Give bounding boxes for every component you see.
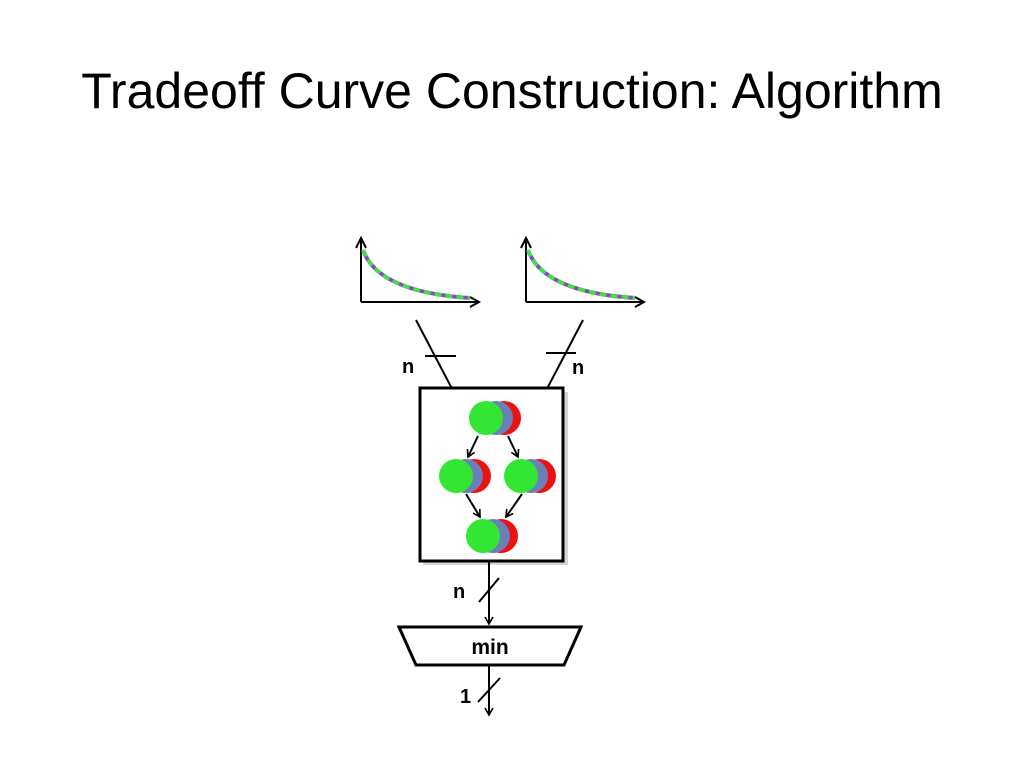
input-curve-right: [520, 235, 647, 308]
tree-edge-left-to-bottom: [465, 493, 481, 519]
curve-right-green: [526, 249, 636, 300]
min-block: [396, 625, 584, 667]
input-curve-left: [355, 235, 482, 308]
curve-left-y-arrow: [355, 235, 367, 249]
slide-title: Tradeoff Curve Construction: Algorithm: [81, 63, 943, 119]
tree-edge-top-to-right: [507, 435, 520, 459]
bus-width-label-tree-output: n: [453, 581, 465, 603]
bus-tick-final-output: [477, 677, 501, 703]
bus-width-label-right: n: [572, 357, 584, 379]
tree-node-middle-right: [504, 459, 556, 493]
bus-width-label-left: n: [402, 356, 414, 378]
tree-output-bus: [478, 562, 500, 626]
curve-right-x-arrow: [634, 296, 647, 308]
bus-tick-tree-output: [478, 577, 500, 603]
tree-node-middle-left: [439, 459, 491, 493]
curve-right-y-arrow: [520, 235, 532, 249]
tree-edge-right-to-bottom: [505, 493, 523, 519]
tree-node-bottom: [466, 519, 518, 553]
bus-width-label-final-output: 1: [460, 686, 471, 708]
tree-edge-top-to-left: [466, 435, 479, 459]
curve-left-green: [361, 249, 471, 300]
final-output-bus: [477, 666, 501, 717]
curve-left-x-arrow: [469, 296, 482, 308]
min-block-label: min: [471, 636, 508, 659]
tree-node-top: [469, 401, 521, 435]
